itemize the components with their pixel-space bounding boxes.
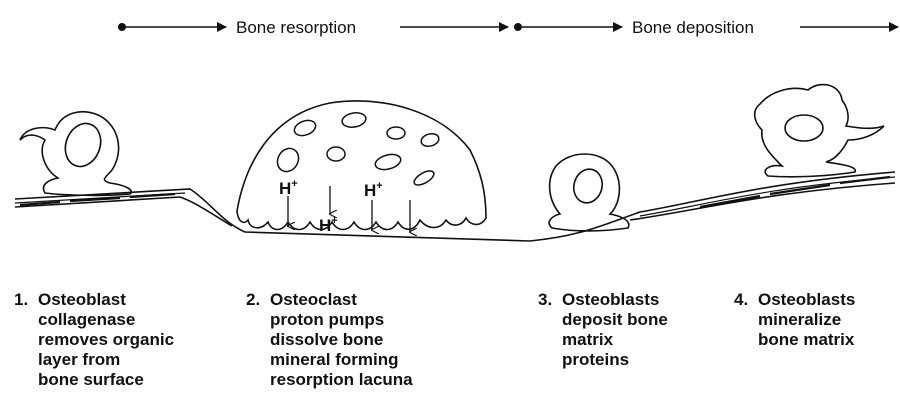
step-line: dissolve bone [270,330,413,350]
step-description: Osteoblasts deposit bone matrix proteins [562,290,668,370]
step-description: Osteoblasts mineralize bone matrix [758,290,855,350]
osteoblast-cell-1 [20,112,131,196]
step-description: Osteoclast proton pumps dissolve bone mi… [270,290,413,390]
osteoclast-cell: H+ H+ H+ [237,101,486,235]
deposition-timeline: Bone deposition [514,18,898,37]
proton-arrows [288,186,410,232]
step-line: proton pumps [270,310,413,330]
step-line: layer from [38,350,174,370]
proton-label: H+ [364,180,383,200]
proton-label: H+ [279,178,298,198]
phase-label-resorption: Bone resorption [236,18,356,37]
osteoblast-cell-3 [549,154,629,231]
step-line: matrix [562,330,668,350]
bone-remodeling-diagram: Bone resorption Bone deposition [0,0,900,290]
timeline-start-dot [514,23,522,31]
step-line: removes organic [38,330,174,350]
step-line: mineral forming [270,350,413,370]
osteoblast-cell-4 [755,85,884,177]
step-line: Osteoblast [38,290,174,310]
bone-surface [15,172,895,241]
step-line: deposit bone [562,310,668,330]
step-line: bone matrix [758,330,855,350]
step-description: Osteoblast collagenase removes organic l… [38,290,174,390]
step-line: mineralize [758,310,855,330]
phase-label-deposition: Bone deposition [632,18,754,37]
step-line: proteins [562,350,668,370]
osteoclast-nuclei [273,111,440,188]
proton-label: H+ [319,215,338,235]
step-line: collagenase [38,310,174,330]
step-number: 2. [246,290,260,310]
step-number: 4. [734,290,748,310]
timeline-start-dot [118,23,126,31]
resorption-timeline: Bone resorption [118,18,508,37]
step-line: bone surface [38,370,174,390]
step-line: Osteoblasts [758,290,855,310]
step-line: resorption lacuna [270,370,413,390]
step-number: 1. [14,290,28,310]
step-number: 3. [538,290,552,310]
step-line: Osteoblasts [562,290,668,310]
step-line: Osteoclast [270,290,413,310]
